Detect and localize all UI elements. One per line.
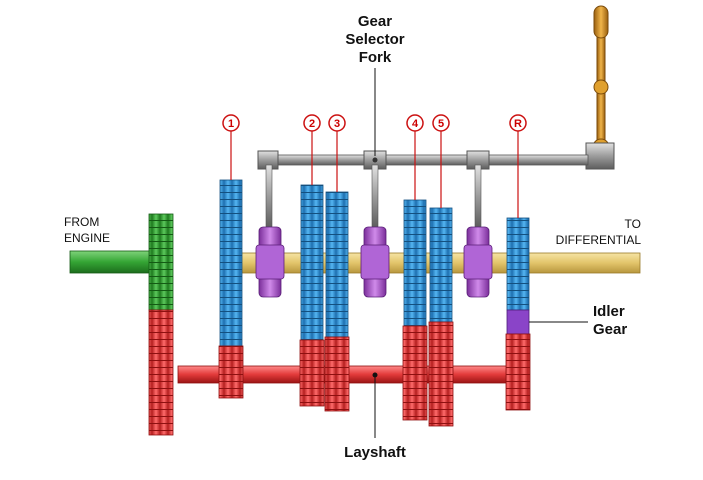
idler-gear-block bbox=[506, 309, 530, 335]
to-differential-line-1: TO bbox=[625, 217, 641, 231]
selector-fork-line-3: Fork bbox=[359, 49, 392, 66]
gear-callout-3: 3 bbox=[328, 114, 346, 192]
gear-number-1: 1 bbox=[228, 118, 234, 130]
idler-gear-line-1: Idler bbox=[593, 303, 625, 320]
gear-callout-2: 2 bbox=[303, 114, 321, 185]
input-gear bbox=[148, 213, 174, 436]
selector-fork-line-2: Selector bbox=[345, 31, 404, 48]
label-layshaft: Layshaft bbox=[344, 377, 406, 461]
layshaft-label: Layshaft bbox=[344, 444, 406, 461]
lay-gear-2 bbox=[299, 339, 325, 407]
gear-number-3: 3 bbox=[334, 118, 340, 130]
gear-number-2: 2 bbox=[309, 118, 315, 130]
gear-number-r: R bbox=[514, 118, 522, 130]
label-idler-gear: Idler Gear bbox=[529, 303, 627, 338]
lay-gear-3 bbox=[324, 336, 350, 412]
idler-gear-line-2: Gear bbox=[593, 321, 627, 338]
main-gear-4 bbox=[403, 199, 427, 327]
from-engine-line-1: FROM bbox=[64, 215, 99, 229]
to-differential-line-2: DIFFERENTIAL bbox=[556, 233, 642, 247]
main-gear-5 bbox=[429, 207, 453, 323]
selector-rod bbox=[257, 150, 589, 170]
layshaft-pointer-dot bbox=[372, 372, 378, 378]
gear-callout-r: R bbox=[509, 114, 527, 218]
lay-gear-4 bbox=[402, 325, 428, 421]
gear-lever bbox=[585, 5, 615, 170]
label-selector-fork: Gear Selector Fork bbox=[345, 13, 405, 156]
main-gear-1 bbox=[219, 179, 243, 347]
selector-fork-line-1: Gear bbox=[358, 13, 392, 30]
label-to-differential: TO DIFFERENTIAL bbox=[556, 217, 642, 247]
selector-collar-1-2 bbox=[255, 226, 285, 298]
main-gear-reverse bbox=[506, 217, 530, 311]
main-gear-3 bbox=[325, 191, 349, 338]
gear-callout-5: 5 bbox=[432, 114, 450, 208]
from-engine-line-2: ENGINE bbox=[64, 231, 110, 245]
lay-gear-reverse bbox=[505, 333, 531, 411]
lay-gear-5 bbox=[428, 321, 454, 427]
input-shaft bbox=[69, 250, 161, 274]
gear-callout-4: 4 bbox=[406, 114, 424, 200]
gear-callout-1: 1 bbox=[222, 114, 240, 180]
selector-collar-5-r bbox=[463, 226, 493, 298]
lay-gear-1 bbox=[218, 345, 244, 399]
main-gear-2 bbox=[300, 184, 324, 341]
gear-number-5: 5 bbox=[438, 118, 444, 130]
label-from-engine: FROM ENGINE bbox=[64, 215, 110, 245]
gear-number-4: 4 bbox=[412, 118, 419, 130]
selector-collar-3-4 bbox=[360, 226, 390, 298]
